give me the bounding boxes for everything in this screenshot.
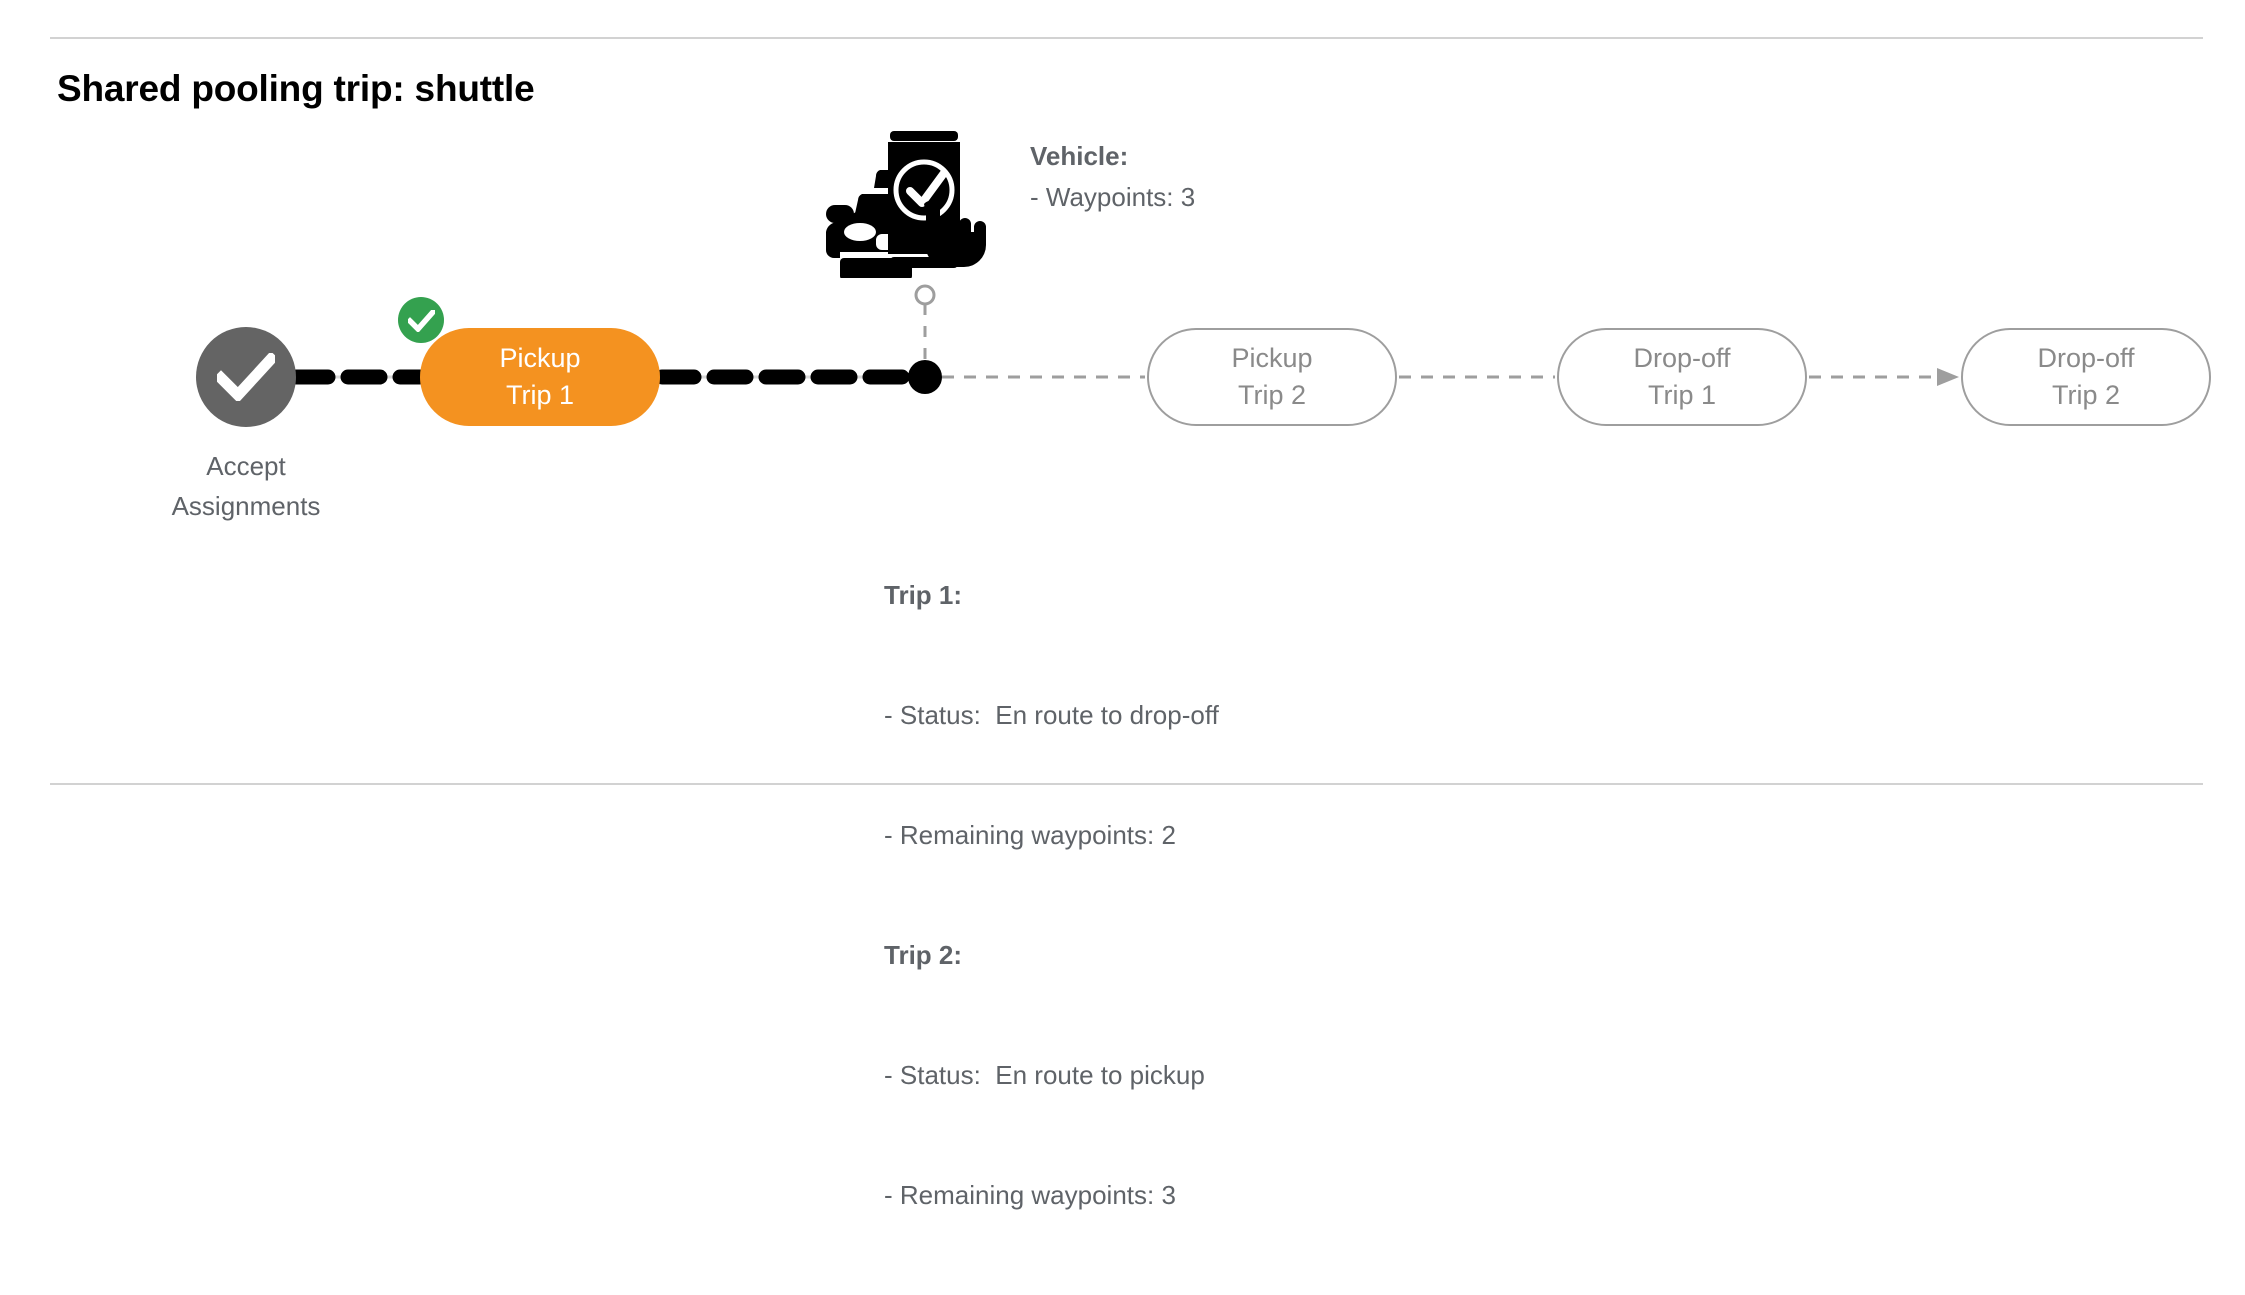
- node-dropoff-trip-1-line2: Trip 1: [1647, 380, 1716, 410]
- node-pickup-trip-1-line1: Pickup: [499, 343, 581, 373]
- diagram-slide: Shared pooling trip: shuttle Accept Assi…: [50, 37, 2211, 1210]
- top-divider: [50, 37, 2203, 39]
- bottom-divider: [50, 783, 2203, 785]
- node-pickup-trip-2-line2: Trip 2: [1237, 380, 1306, 410]
- node-dropoff-trip-1-line1: Drop-off: [1633, 343, 1731, 373]
- vehicle-callout-waypoints: - Waypoints: 3: [1030, 182, 1196, 212]
- trip2-heading: Trip 2:: [884, 940, 963, 970]
- car-phone-check-icon: [818, 118, 986, 286]
- start-node-label: Accept Assignments: [146, 446, 346, 526]
- node-pickup-trip-2-line1: Pickup: [1231, 343, 1313, 373]
- start-node-accept-assignments[interactable]: [196, 327, 296, 427]
- trips-callout: Trip 1: - Status: En route to drop-off -…: [884, 495, 1219, 1295]
- trip1-remaining-waypoints: - Remaining waypoints: 2: [884, 820, 1176, 850]
- page-title: Shared pooling trip: shuttle: [57, 68, 535, 109]
- node-dropoff-trip-2[interactable]: Drop-off Trip 2: [1961, 328, 2211, 426]
- vehicle-callout-heading: Vehicle:: [1030, 141, 1129, 171]
- check-badge-icon: [398, 297, 444, 343]
- node-pickup-trip-1-line2: Trip 1: [505, 380, 574, 410]
- node-pickup-trip-2[interactable]: Pickup Trip 2: [1147, 328, 1397, 426]
- trip2-remaining-waypoints: - Remaining waypoints: 3: [884, 1180, 1176, 1210]
- node-dropoff-trip-2-line2: Trip 2: [2051, 380, 2120, 410]
- start-node-label-line1: Accept: [206, 451, 286, 481]
- trip1-status: - Status: En route to drop-off: [884, 700, 1219, 730]
- start-node-label-line2: Assignments: [171, 491, 321, 521]
- trip1-heading: Trip 1:: [884, 580, 963, 610]
- node-dropoff-trip-1[interactable]: Drop-off Trip 1: [1557, 328, 1807, 426]
- node-dropoff-trip-2-line1: Drop-off: [2037, 343, 2135, 373]
- node-pickup-trip-1[interactable]: Pickup Trip 1: [420, 328, 660, 426]
- trip2-status: - Status: En route to pickup: [884, 1060, 1205, 1090]
- vehicle-callout: Vehicle: - Waypoints: 3: [1030, 136, 1195, 218]
